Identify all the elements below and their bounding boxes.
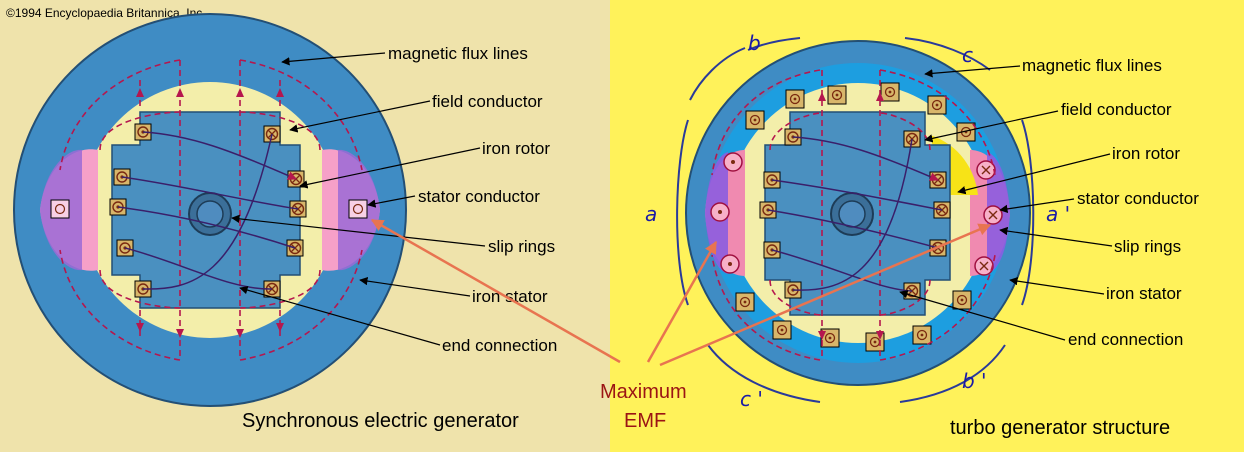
right-end-connections [767, 136, 943, 292]
left-generator [13, 13, 407, 407]
svg-text:stator conductor: stator conductor [418, 187, 540, 206]
left-stator-conductor-a [50, 199, 70, 219]
left-flux-lines [59, 59, 363, 361]
svg-text:field conductor: field conductor [432, 92, 543, 111]
svg-text:magnetic flux lines: magnetic flux lines [1022, 56, 1162, 75]
phase-brackets [676, 37, 1035, 403]
svg-text:stator conductor: stator conductor [1077, 189, 1199, 208]
svg-text:iron rotor: iron rotor [482, 139, 550, 158]
svg-text:slip rings: slip rings [488, 237, 555, 256]
svg-text:a ': a ' [1046, 202, 1070, 226]
svg-text:end connection: end connection [442, 336, 557, 355]
left-leaders [231, 52, 486, 346]
svg-text:c: c [962, 43, 973, 67]
svg-text:magnetic flux lines: magnetic flux lines [388, 44, 528, 63]
left-caption: Synchronous electric generator [242, 410, 519, 432]
svg-text:iron stator: iron stator [1106, 284, 1182, 303]
phase-labels: b c a a ' c ' b ' [645, 31, 1070, 411]
svg-text:b ': b ' [962, 369, 987, 393]
right-generator [685, 40, 1031, 386]
svg-text:c ': c ' [740, 387, 763, 411]
svg-text:b: b [748, 31, 761, 55]
left-stator-conductor-b [348, 199, 368, 219]
right-caption: turbo generator structure [950, 417, 1170, 439]
svg-text:field conductor: field conductor [1061, 100, 1172, 119]
max-emf-arrows [370, 218, 992, 367]
svg-text:end connection: end connection [1068, 330, 1183, 349]
svg-text:iron rotor: iron rotor [1112, 144, 1180, 163]
max-emf-label-line2: EMF [624, 410, 666, 432]
right-labels: magnetic flux lines field conductor iron… [1022, 56, 1199, 349]
max-emf-label-line1: Maximum [600, 381, 687, 403]
right-leaders [899, 65, 1113, 341]
svg-text:a: a [645, 202, 657, 226]
right-flux-lines [711, 69, 996, 361]
copyright-text: ©1994 Encyclopaedia Britannica, Inc. [6, 6, 206, 20]
left-labels: magnetic flux lines field conductor iron… [388, 44, 557, 355]
svg-text:iron stator: iron stator [472, 287, 548, 306]
svg-text:slip rings: slip rings [1114, 237, 1181, 256]
left-end-connections [117, 131, 299, 290]
right-stator-conductors [710, 152, 1003, 276]
